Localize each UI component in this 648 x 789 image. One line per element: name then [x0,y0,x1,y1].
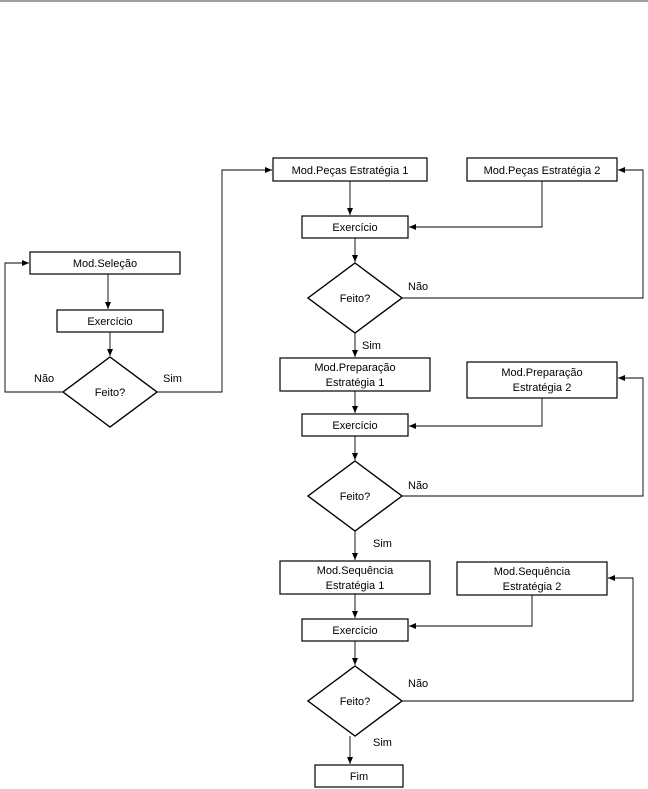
preparacao-strategy1-label-line1: Mod.Preparação [314,362,395,374]
preparacao-decision-label: Feito? [340,491,371,503]
preparacao-strategy2-label-line1: Mod.Preparação [501,367,582,379]
preparacao-strategy1-label-line2: Estratégia 1 [326,377,385,389]
preparacao-strategy2-label-line2: Estratégia 2 [513,382,572,394]
sequencia-strategy1-label-line1: Mod.Sequência [317,565,394,577]
sequencia-s2-to-exercise-line [409,595,532,626]
pecas-s2-to-exercise-line [409,181,542,227]
pecas-no-label: Não [408,281,428,293]
pecas-strategy2-label: Mod.Peças Estratégia 2 [484,165,601,177]
sequencia-strategy2-label-line1: Mod.Sequência [494,566,571,578]
sequencia-no-loop-line [402,578,633,701]
selecao-yes-line [157,170,272,392]
sequencia-strategy2-label-line2: Estratégia 2 [503,581,562,593]
preparacao-yes-label: Sim [373,538,392,550]
preparacao-no-label: Não [408,480,428,492]
pecas-yes-label: Sim [362,340,381,352]
sequencia-no-label: Não [408,678,428,690]
sequencia-yes-label: Sim [373,737,392,749]
selecao-no-label: Não [34,373,54,385]
pecas-strategy1-label: Mod.Peças Estratégia 1 [292,165,409,177]
pecas-decision-label: Feito? [340,293,371,305]
selecao-yes-label: Sim [163,373,182,385]
sequencia-decision-label: Feito? [340,696,371,708]
sequencia-strategy1-label-line2: Estratégia 1 [326,580,385,592]
end-label: Fim [350,771,368,783]
selecao-decision-label: Feito? [95,387,126,399]
pecas-exercise-label: Exercício [332,222,377,234]
sequencia-exercise-label: Exercício [332,625,377,637]
selecao-exercise-label: Exercício [87,316,132,328]
pecas-no-loop-line [402,170,643,298]
selecao-module-label: Mod.Seleção [73,258,137,270]
preparacao-s2-to-exercise-line [409,398,542,426]
preparacao-exercise-label: Exercício [332,420,377,432]
